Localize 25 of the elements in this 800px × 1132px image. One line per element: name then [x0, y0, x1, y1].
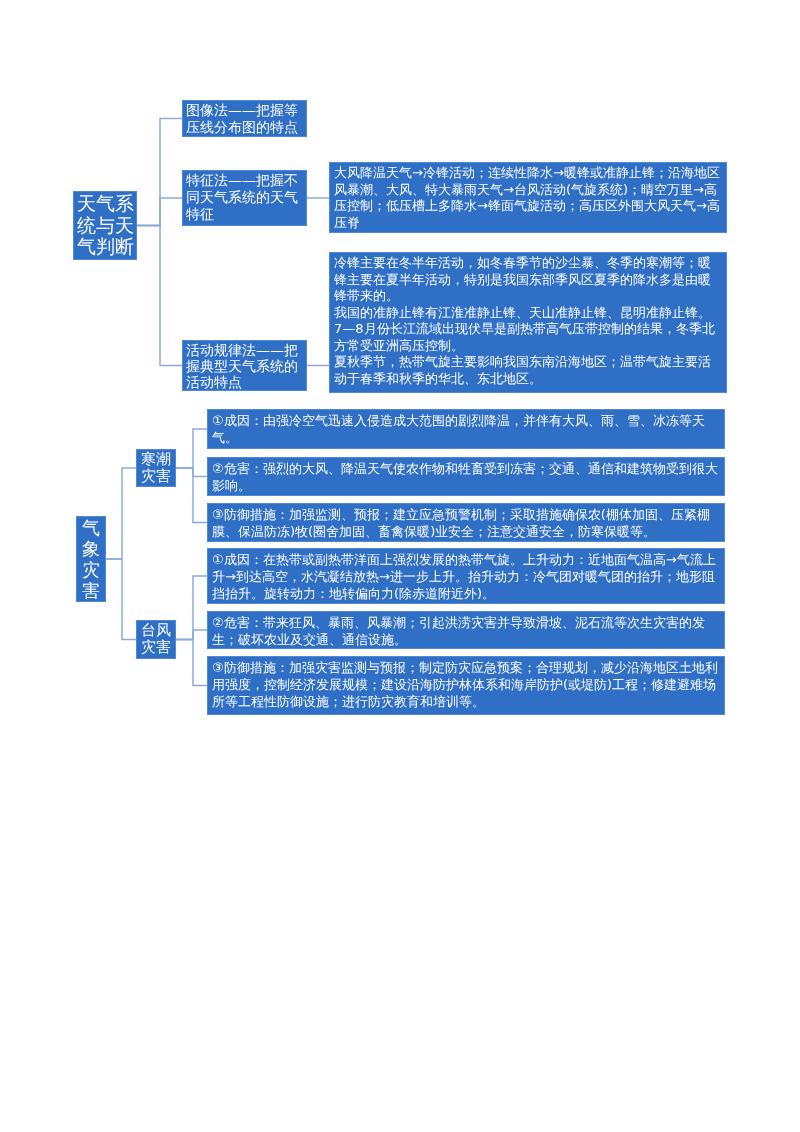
connector-line — [175, 467, 208, 524]
detail-box: 大风降温天气→冷锋活动；连续性降水→暖锋或准静止锋；沿海地区风暴潮、大风、特大暴雨天气→台风活动(气旋系统)；晴空万里→高压控制；低压槽上多降水→锋面气旋活动；高压区外围大风天气→高压脊 — [329, 162, 727, 233]
detail-box: ①成因：在热带或副热带洋面上强烈发展的热带气旋。上升动力：近地面气温高→气流上升→到达高空，水汽凝结放热→进一步上升。抬升动力：冷气团对暖气团的抬升；地形阻挡抬升。旋转动力：地转偏向力(除赤道附近外)。 — [207, 548, 725, 604]
topic-box: 气象灾害 — [76, 516, 106, 602]
branch-box: 活动规律法——把握典型天气系统的活动特点 — [182, 340, 307, 391]
detail-box: ①成因：由强冷空气迅速入侵造成大范围的剧烈降温，并伴有大风、雨、雪、冰冻等天气。 — [207, 409, 725, 449]
detail-box: ②危害：带来狂风、暴雨、风暴潮；引起洪涝灾害并导致滑坡、泥石流等次生灾害的发生；破坏农业及交通、通信设施。 — [207, 611, 725, 649]
connector-line — [175, 638, 208, 687]
connector-line — [306, 364, 330, 367]
branch-box: 图像法——把握等压线分布图的特点 — [182, 100, 307, 137]
branch-box: 特征法——把握不同天气系统的天气特征 — [182, 170, 307, 226]
note-box — [329, 252, 727, 393]
detail-box: ③防御措施：加强监测、预报；建立应急预警机制；采取措施确保农(棚体加固、压紧棚膜、保温防冻)牧(圈舍加固、畜禽保暖)业安全；注意交通安全，防寒保暖等。 — [207, 503, 725, 542]
topic-box: 台风灾害 — [136, 620, 176, 659]
connector-line — [306, 197, 330, 199]
text-paragraph: 我国的准静止锋有江淮准静止锋、天山准静止锋、昆明准静止锋。 — [334, 304, 712, 321]
text-paragraph: 7—8月份长江流域出现伏旱是副热带高气压带控制的结果，冬季北方常受亚洲高压控制。 — [334, 321, 716, 354]
text-paragraph: 夏秋季节，热带气旋主要影响我国东南沿海地区；温带气旋主要活动于春季和秋季的华北、东北地区。 — [334, 354, 712, 387]
topic-box: 天气系统与天气判断 — [73, 191, 137, 260]
detail-box: ③防御措施：加强灾害监测与预报；制定防灾应急预案；合理规划，减少沿海地区土地利用强度，控制经济发展规模；建设沿海防护林体系和海岸防护(或堤防)工程；修建避难场所等工程性防御设施；进行防灾教育和培训等。 — [207, 656, 725, 715]
connector-line — [105, 558, 137, 641]
text-paragraph: 冷锋主要在冬半年活动，如冬春季节的沙尘暴、冬季的寒潮等；暖锋主要在夏半年活动，特别是我国东部季风区夏季的降水多是由暖锋带来的。 — [334, 255, 712, 305]
connector-line — [136, 224, 183, 367]
detail-box: ②危害：强烈的大风、降温天气使农作物和牲畜受到冻害；交通、通信和建筑物受到很大影响。 — [207, 457, 725, 496]
topic-box: 寒潮灾害 — [136, 449, 176, 487]
